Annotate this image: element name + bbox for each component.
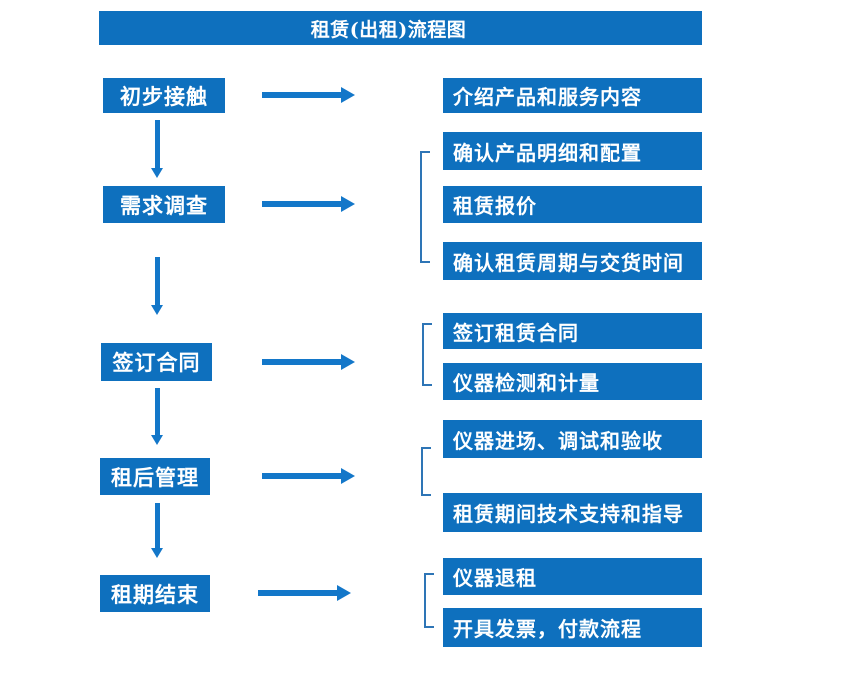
right-arrow-icon: [262, 196, 355, 212]
detail-box-instrument-setup-acceptance: 仪器进场、调试和验收: [443, 420, 702, 458]
right-arrow-icon: [262, 354, 355, 370]
detail-box-confirm-product-config: 确认产品明细和配置: [443, 132, 702, 170]
stage-box-rental-end: 租期结束: [100, 575, 210, 612]
group-bracket: [424, 573, 434, 628]
detail-box-invoice-payment: 开具发票，付款流程: [443, 608, 702, 647]
down-arrow-icon: [151, 388, 164, 445]
down-arrow-icon: [151, 120, 164, 178]
detail-box-sign-rental-contract: 签订租赁合同: [443, 313, 702, 349]
right-arrow-icon: [262, 468, 355, 484]
detail-box-instrument-testing: 仪器检测和计量: [443, 363, 702, 400]
detail-box-rental-quotation: 租赁报价: [443, 186, 702, 223]
group-bracket: [422, 323, 432, 386]
diagram-title: 租赁(出租)流程图: [99, 11, 702, 45]
right-arrow-icon: [262, 87, 355, 103]
detail-box-tech-support: 租赁期间技术支持和指导: [443, 493, 702, 532]
stage-box-demand-survey: 需求调查: [103, 186, 225, 223]
stage-box-sign-contract: 签订合同: [101, 343, 212, 381]
stage-box-initial-contact: 初步接触: [103, 78, 225, 113]
right-arrow-icon: [258, 585, 351, 601]
group-bracket: [420, 151, 430, 263]
detail-box-introduce-products: 介绍产品和服务内容: [443, 78, 702, 113]
down-arrow-icon: [151, 257, 164, 315]
group-bracket: [421, 447, 431, 496]
detail-box-confirm-period-delivery: 确认租赁周期与交货时间: [443, 242, 702, 280]
down-arrow-icon: [151, 503, 164, 558]
stage-box-post-rental-management: 租后管理: [100, 458, 210, 495]
detail-box-instrument-return: 仪器退租: [443, 558, 702, 595]
